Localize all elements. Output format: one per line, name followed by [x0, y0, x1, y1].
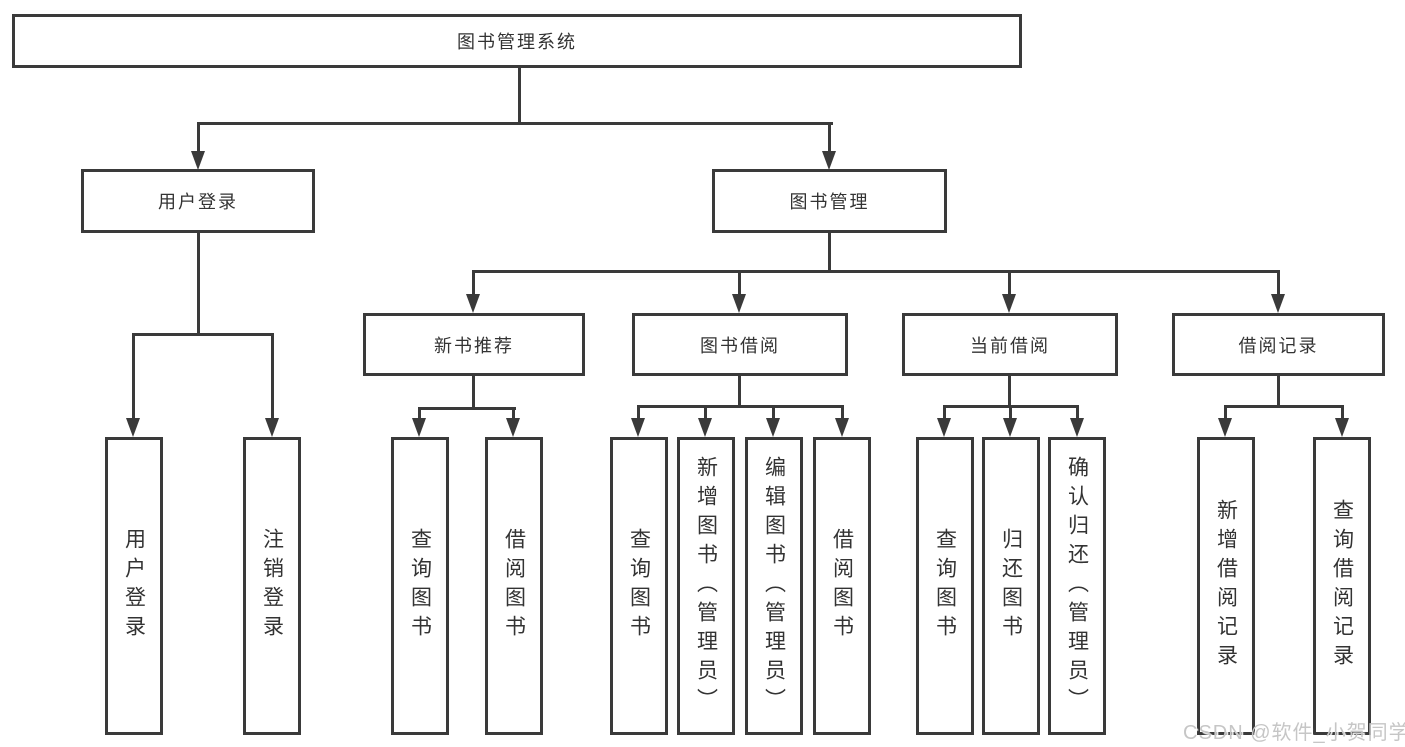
node-label: 当前借阅 — [970, 335, 1050, 356]
node-user-login: 用户登录 — [81, 169, 315, 233]
connector-drop — [418, 407, 421, 421]
connector-drop — [1341, 405, 1344, 421]
connector-drop-borrow-records — [1277, 270, 1280, 296]
arrowhead-down-icon — [191, 151, 205, 170]
leaf-query-books-recommend: 查询图书 — [391, 437, 449, 735]
node-book-borrow: 图书借阅 — [632, 313, 848, 376]
arrowhead-down-icon — [506, 418, 520, 437]
connector-drop-leaf-logout — [271, 333, 274, 420]
connector-drop — [772, 405, 775, 421]
leaf-logout: 注销登录 — [243, 437, 301, 735]
leaf-label: 用户登录 — [122, 528, 146, 644]
arrowhead-down-icon — [412, 418, 426, 437]
connector-root-branch — [197, 122, 833, 125]
leaf-label: 查询图书 — [933, 528, 957, 644]
connector-drop-leaf-user-login — [132, 333, 135, 420]
connector-book-management-stub — [828, 233, 831, 273]
arrowhead-down-icon — [1218, 418, 1232, 437]
arrowhead-down-icon — [265, 418, 279, 437]
leaf-borrow-books-2: 借阅图书 — [813, 437, 871, 735]
leaf-label: 新增借阅记录 — [1214, 499, 1238, 673]
connector-drop-current-borrow — [1008, 270, 1011, 296]
arrowhead-down-icon — [631, 418, 645, 437]
connector-drop — [1009, 405, 1012, 421]
connector-drop-book-borrow — [738, 270, 741, 296]
connector-drop-new-book — [472, 270, 475, 296]
connector-drop — [1076, 405, 1079, 421]
node-label: 用户登录 — [158, 192, 238, 212]
arrowhead-down-icon — [1003, 418, 1017, 437]
node-borrow-records: 借阅记录 — [1172, 313, 1385, 376]
arrowhead-down-icon — [698, 418, 712, 437]
leaf-label: 归还图书 — [999, 528, 1023, 644]
connector-borrow-records-branch — [1224, 405, 1344, 408]
connector-drop — [1224, 405, 1227, 421]
arrowhead-down-icon — [1002, 294, 1016, 313]
arrowhead-down-icon — [466, 294, 480, 313]
node-library-management-system: 图书管理系统 — [12, 14, 1022, 68]
arrowhead-down-icon — [1271, 294, 1285, 313]
arrowhead-down-icon — [766, 418, 780, 437]
leaf-label: 新增图书（管理员） — [694, 455, 718, 717]
connector-drop-user-login — [197, 122, 200, 154]
leaf-add-book-admin: 新增图书（管理员） — [677, 437, 735, 735]
connector-drop — [704, 405, 707, 421]
leaf-label: 查询图书 — [627, 528, 651, 644]
connector-drop — [637, 405, 640, 421]
connector-book-borrow-branch — [637, 405, 844, 408]
connector-book-borrow-stub — [738, 376, 741, 408]
leaf-label: 查询图书 — [408, 528, 432, 644]
arrowhead-down-icon — [822, 151, 836, 170]
connector-new-book-stub — [472, 376, 475, 410]
arrowhead-down-icon — [732, 294, 746, 313]
connector-borrow-records-stub — [1277, 376, 1280, 408]
connector-user-login-branch — [132, 333, 274, 336]
node-label: 新书推荐 — [434, 335, 514, 356]
node-new-book-recommend: 新书推荐 — [363, 313, 585, 376]
node-label: 图书借阅 — [700, 335, 780, 356]
node-book-management: 图书管理 — [712, 169, 947, 233]
leaf-label: 借阅图书 — [830, 528, 854, 644]
node-label: 图书管理 — [789, 192, 870, 212]
node-current-borrow: 当前借阅 — [902, 313, 1118, 376]
connector-new-book-branch — [418, 407, 516, 410]
leaf-label: 查询借阅记录 — [1330, 499, 1354, 673]
leaf-borrow-books-recommend: 借阅图书 — [485, 437, 543, 735]
leaf-user-login: 用户登录 — [105, 437, 163, 735]
connector-book-management-branch — [472, 270, 1280, 273]
arrowhead-down-icon — [937, 418, 951, 437]
arrowhead-down-icon — [1335, 418, 1349, 437]
connector-drop-book-management — [828, 122, 831, 154]
arrowhead-down-icon — [126, 418, 140, 437]
leaf-query-borrow-record: 查询借阅记录 — [1313, 437, 1371, 735]
leaf-return-book: 归还图书 — [982, 437, 1040, 735]
arrowhead-down-icon — [835, 418, 849, 437]
csdn-watermark: CSDN @软件_小贺同学 — [1183, 722, 1405, 744]
node-label: 借阅记录 — [1238, 335, 1319, 356]
arrowhead-down-icon — [1070, 418, 1084, 437]
leaf-label: 注销登录 — [260, 528, 284, 644]
connector-drop — [841, 405, 844, 421]
connector-drop — [512, 407, 515, 421]
leaf-add-borrow-record: 新增借阅记录 — [1197, 437, 1255, 735]
connector-root-stub — [518, 67, 521, 125]
leaf-confirm-return-admin: 确认归还（管理员） — [1048, 437, 1106, 735]
leaf-edit-book-admin: 编辑图书（管理员） — [745, 437, 803, 735]
connector-current-borrow-stub — [1008, 376, 1011, 408]
leaf-label: 借阅图书 — [502, 528, 526, 644]
leaf-query-books-borrow: 查询图书 — [610, 437, 668, 735]
connector-user-login-stub — [197, 233, 200, 335]
node-label: 图书管理系统 — [457, 32, 577, 52]
leaf-query-books-current: 查询图书 — [916, 437, 974, 735]
leaf-label: 编辑图书（管理员） — [762, 455, 786, 717]
leaf-label: 确认归还（管理员） — [1065, 455, 1089, 717]
connector-drop — [943, 405, 946, 421]
